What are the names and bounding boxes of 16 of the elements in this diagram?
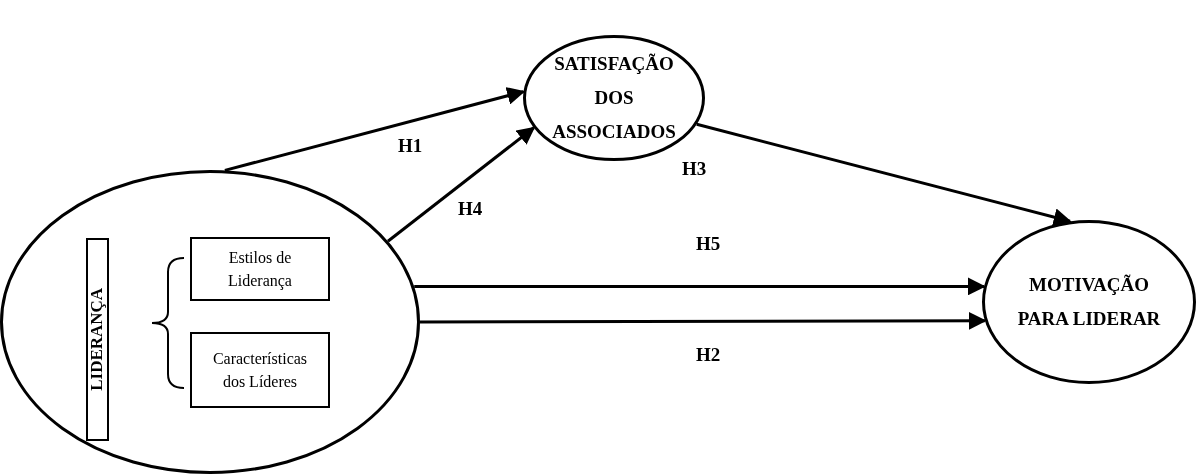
ellipse-node [523, 35, 705, 161]
concept-box [190, 332, 330, 408]
arrow [696, 122, 1072, 226]
arrow [387, 126, 536, 243]
vertical-label-box [86, 238, 109, 441]
construct-label: MOTIVAÇÃO PARA LIDERAR [1016, 273, 1162, 331]
ellipse-node [982, 220, 1196, 384]
arrow [420, 311, 987, 330]
concept-label: Características dos Líderes [211, 348, 309, 392]
concept-box [190, 237, 330, 301]
concept-label: LIDERANÇA [86, 288, 108, 391]
construct-label: SATISFAÇÃO DOS ASSOCIADOS [551, 52, 677, 144]
ellipse-node [0, 170, 420, 474]
concept-label: Estilos de Liderança [227, 247, 293, 292]
arrow [224, 87, 526, 172]
arrow [414, 277, 986, 296]
